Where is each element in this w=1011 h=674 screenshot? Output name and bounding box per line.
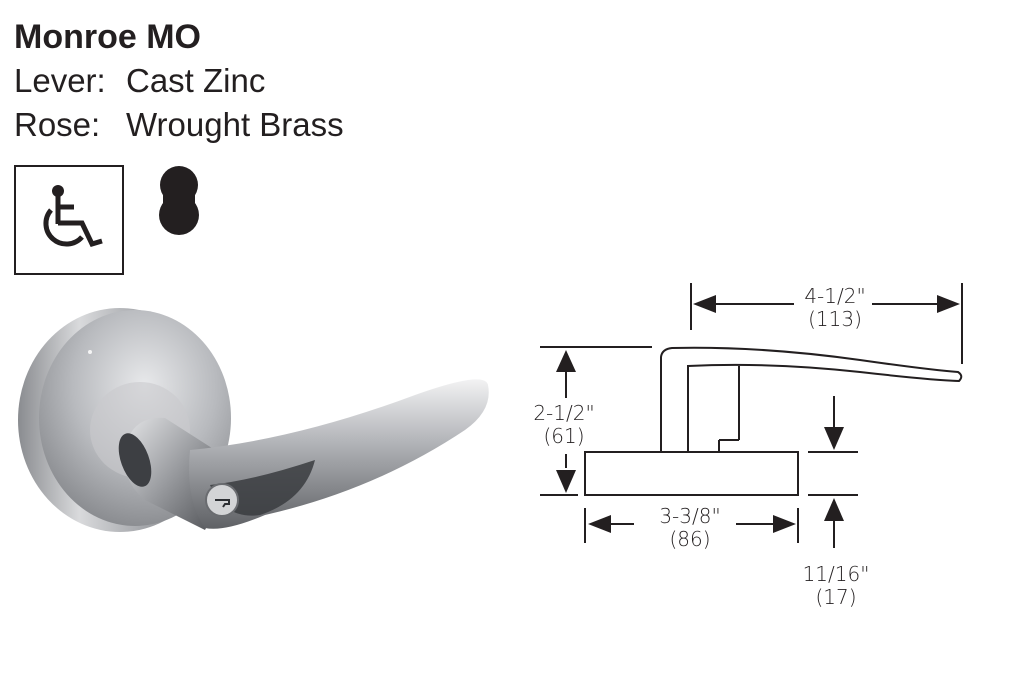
dimension-metric: (17) — [815, 585, 857, 609]
product-title: Monroe MO — [14, 18, 201, 56]
spec-label: Lever: — [14, 62, 106, 99]
dimension-lever-length: 4-1/2" (113) — [795, 285, 875, 331]
wheelchair-accessible-icon — [14, 165, 124, 275]
spec-value: Cast Zinc — [126, 62, 266, 99]
product-photo — [15, 300, 495, 565]
spec-value: Wrought Brass — [126, 106, 344, 143]
dimension-imperial: 3-3/8" — [659, 504, 721, 528]
dimension-rose-thickness: 11/16" (17) — [796, 563, 876, 609]
dimension-imperial: 4-1/2" — [804, 284, 866, 308]
dimension-imperial: 2-1/2" — [533, 401, 595, 425]
dimension-metric: (61) — [543, 424, 585, 448]
spec-rose: Rose: Wrought Brass — [14, 106, 344, 144]
spec-lever: Lever: Cast Zinc — [14, 62, 265, 100]
dimension-imperial: 11/16" — [802, 562, 870, 586]
dimension-metric: (86) — [669, 527, 711, 551]
figure-eight-function-icon — [158, 166, 202, 241]
dimension-metric: (113) — [808, 307, 862, 331]
dimension-projection: 2-1/2" (61) — [528, 402, 600, 448]
spec-label: Rose: — [14, 106, 101, 143]
dimension-rose-diameter: 3-3/8" (86) — [645, 505, 735, 551]
